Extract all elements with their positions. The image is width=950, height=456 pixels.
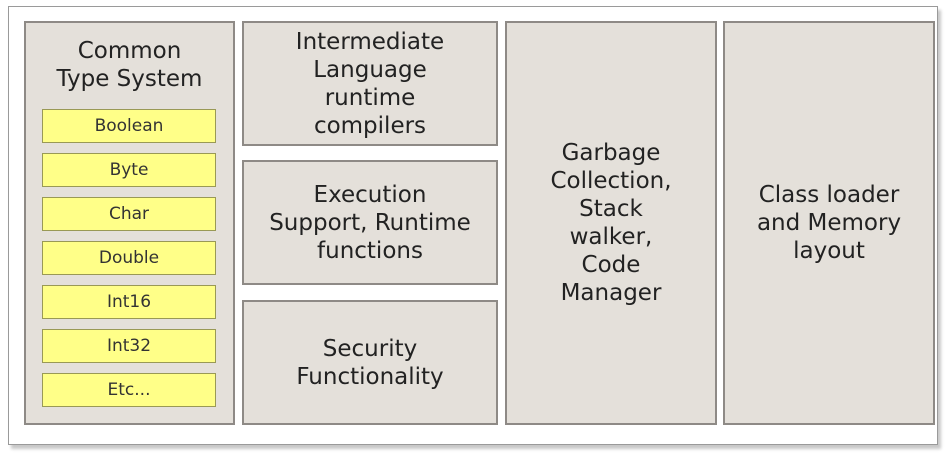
il-compilers-label: Intermediate Language runtime compilers [295,28,445,139]
il-compilers-box: Intermediate Language runtime compilers [242,21,498,146]
type-item-char: Char [42,197,216,231]
security-label: Security Functionality [296,335,444,390]
type-item-byte: Byte [42,153,216,187]
class-loader-box: Class loader and Memory layout [723,21,935,425]
execution-support-box: Execution Support, Runtime functions [242,160,498,285]
common-type-system-box: Common Type System Boolean Byte Char Dou… [24,21,235,425]
garbage-collection-label: Garbage Collection, Stack walker, Code M… [550,140,672,306]
type-item-etc: Etc... [42,373,216,407]
type-item-int16: Int16 [42,285,216,319]
security-box: Security Functionality [242,300,498,425]
common-type-system-title: Common Type System [56,38,203,92]
execution-support-label: Execution Support, Runtime functions [269,181,471,264]
garbage-collection-box: Garbage Collection, Stack walker, Code M… [505,21,717,425]
type-item-double: Double [42,241,216,275]
type-item-boolean: Boolean [42,109,216,143]
class-loader-label: Class loader and Memory layout [756,182,902,264]
type-item-int32: Int32 [42,329,216,363]
